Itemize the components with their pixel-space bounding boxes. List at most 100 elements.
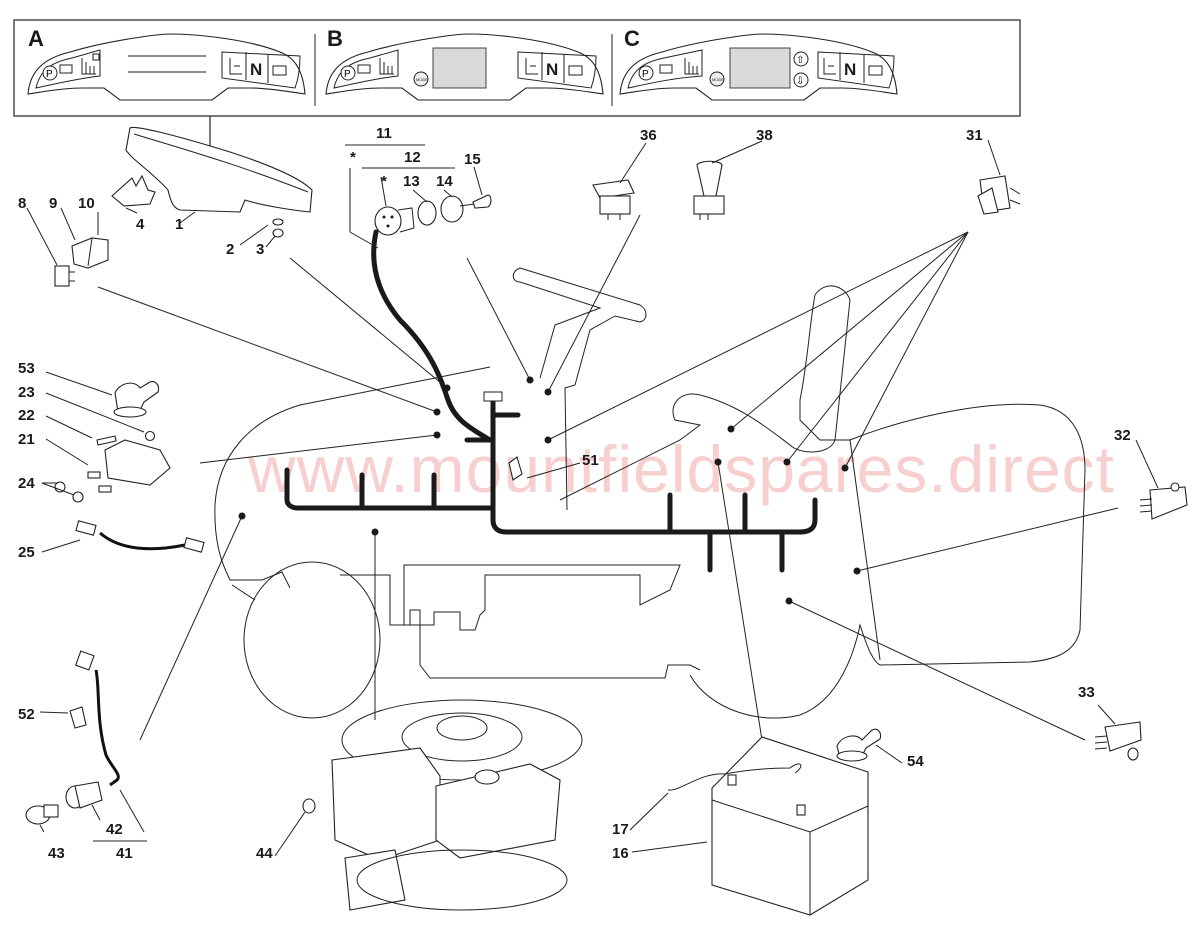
watermark: www.mountfieldspares.direct xyxy=(247,432,1115,506)
label-10: 10 xyxy=(78,195,95,212)
connection-points xyxy=(238,376,861,605)
dashboard-panel-b[interactable]: B P MODE N xyxy=(325,26,604,101)
label-4: 4 xyxy=(136,216,145,233)
battery-icon xyxy=(868,65,883,76)
svg-text:⇩: ⇩ xyxy=(796,76,804,87)
seat-icon xyxy=(823,58,836,75)
lcd-display xyxy=(729,47,791,89)
label-53: 53 xyxy=(18,360,35,377)
part-8-fuse[interactable] xyxy=(54,265,75,287)
svg-text:P: P xyxy=(642,69,649,80)
pto-icon xyxy=(659,64,673,74)
mode-button[interactable]: MODE xyxy=(709,71,725,87)
label-14: 14 xyxy=(436,173,453,190)
neutral-icon: N xyxy=(546,60,558,79)
label-12: 12 xyxy=(404,149,421,166)
dashboard-panel-a[interactable]: A P N xyxy=(27,26,306,101)
part-16-battery[interactable] xyxy=(711,736,869,916)
label-23: 23 xyxy=(18,384,35,401)
grass-box-icon xyxy=(81,53,100,75)
label-32: 32 xyxy=(1114,427,1131,444)
label-8: 8 xyxy=(18,195,26,212)
part-22-bolt[interactable] xyxy=(96,435,117,446)
part-3-nut[interactable] xyxy=(272,228,284,238)
part-33-micro-switch[interactable] xyxy=(1094,721,1142,761)
part-24-nut[interactable] xyxy=(72,491,84,503)
label-1: 1 xyxy=(175,216,183,233)
part-41-light-assembly[interactable] xyxy=(74,650,120,787)
part-52-clip[interactable] xyxy=(69,706,87,729)
label-9: 9 xyxy=(49,195,57,212)
svg-text:MODE: MODE xyxy=(712,77,724,82)
wiring-harness xyxy=(284,229,818,573)
part-54-terminal-cover[interactable] xyxy=(836,728,882,762)
pto-icon xyxy=(59,64,73,74)
label-31: 31 xyxy=(966,127,983,144)
part-25-wire-lead[interactable] xyxy=(75,520,205,553)
label-43: 43 xyxy=(48,845,65,862)
label-22: 22 xyxy=(18,407,35,424)
part-4-bracket[interactable] xyxy=(111,174,156,207)
dashboard-variants-box: A P N B xyxy=(13,19,1021,163)
label-36: 36 xyxy=(640,127,657,144)
label-24: 24 xyxy=(18,475,35,492)
tractor-outline xyxy=(214,267,1086,719)
label-16: 16 xyxy=(612,845,629,862)
part-42-bulb-holder[interactable] xyxy=(65,781,103,809)
mode-button[interactable]: MODE xyxy=(413,71,429,87)
label-11: 11 xyxy=(376,125,392,142)
neutral-icon: N xyxy=(844,60,856,79)
panel-label-a: A xyxy=(28,26,44,51)
label-21: 21 xyxy=(18,431,35,448)
label-44: 44 xyxy=(256,845,273,862)
battery-icon xyxy=(568,65,583,76)
svg-text:⇧: ⇧ xyxy=(796,55,804,66)
part-44-nut[interactable] xyxy=(302,798,316,814)
label-star-11: * xyxy=(350,149,356,166)
part-24-nut[interactable] xyxy=(54,481,66,493)
part-2-washer[interactable] xyxy=(272,218,284,226)
part-31-switch[interactable] xyxy=(977,175,1021,215)
svg-text:P: P xyxy=(46,69,53,80)
part-14-switch-bezel[interactable] xyxy=(440,195,464,223)
dashboard-panel-c[interactable]: C P MODE ⇧ ⇩ xyxy=(619,26,898,101)
label-15: 15 xyxy=(464,151,481,168)
part-15-ignition-key[interactable] xyxy=(459,194,492,209)
part-1-dashboard-housing[interactable] xyxy=(125,126,313,213)
part-labels: 1 2 3 4 8 9 10 11 * 12 * 13 14 15 16 17 … xyxy=(18,125,1131,862)
part-13-switch-nut[interactable] xyxy=(417,200,437,226)
part-12-ignition-switch[interactable] xyxy=(374,206,415,236)
leader-lines xyxy=(97,214,1119,741)
label-33: 33 xyxy=(1078,684,1095,701)
part-43-bulb[interactable] xyxy=(25,804,59,825)
lcd-display xyxy=(432,47,487,89)
part-38-push-switch[interactable] xyxy=(693,160,725,220)
down-arrow-button[interactable]: ⇩ xyxy=(793,72,809,88)
label-13: 13 xyxy=(403,173,420,190)
label-star-12: * xyxy=(381,173,387,190)
label-42: 42 xyxy=(106,821,123,838)
seat-icon xyxy=(229,58,242,75)
part-17-battery-strap[interactable] xyxy=(667,763,802,791)
panel-label-b: B xyxy=(327,26,343,51)
part-9-10-relay[interactable] xyxy=(71,237,109,269)
part-53-terminal-cover[interactable] xyxy=(113,381,160,418)
grass-box-icon xyxy=(684,58,699,75)
parking-brake-icon: P xyxy=(638,65,654,81)
part-32-micro-switch[interactable] xyxy=(1139,482,1188,520)
label-41: 41 xyxy=(116,845,133,862)
label-25: 25 xyxy=(18,544,35,561)
part-36-rocker-switch[interactable] xyxy=(592,179,635,220)
svg-text:P: P xyxy=(344,69,351,80)
svg-text:MODE: MODE xyxy=(416,77,428,82)
part-23-nut[interactable] xyxy=(144,430,156,442)
part-21-starter-solenoid[interactable] xyxy=(87,439,171,493)
neutral-icon: N xyxy=(250,60,262,79)
part-51-clip[interactable] xyxy=(508,456,523,481)
parking-brake-icon: P xyxy=(340,65,356,81)
up-arrow-button[interactable]: ⇧ xyxy=(793,51,809,67)
label-2: 2 xyxy=(226,241,234,258)
label-54: 54 xyxy=(907,753,924,770)
label-51: 51 xyxy=(582,452,599,469)
label-38: 38 xyxy=(756,127,773,144)
